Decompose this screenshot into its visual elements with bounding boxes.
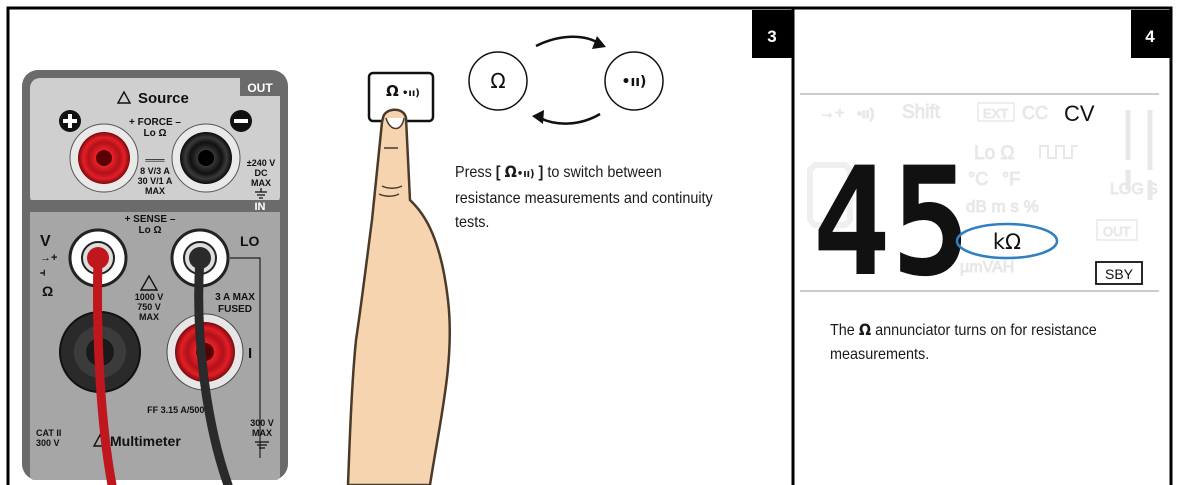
warning-icon [116,90,132,104]
lcd-shift-ghost: Shift [902,102,941,123]
mode-cycle-diagram: Ω •ıı) [468,35,664,125]
annunciator-highlight-ring [955,222,1059,260]
force-rating-2: 30 V/1 A [138,176,173,186]
panel-frames: 3 4 [6,6,1173,485]
amp-rating-1: 3 A MAX [215,292,255,303]
v-label: V [40,233,51,250]
lcd-out-ghost: OUT [1103,224,1131,239]
amp-rating-2: FUSED [218,304,252,315]
lcd-reading: 45 [812,136,970,310]
force-label: + FORCE – [129,117,181,128]
ground-icon [255,188,267,199]
lcd-units-ghost: µmVAH [960,259,1014,276]
step-number-3: 3 [767,27,776,46]
lcd-cc-ghost: CC [1022,103,1048,123]
ohm-mode-circle [468,51,528,111]
arrow-to-continuity [535,35,601,48]
lcd-sby-box [1095,261,1143,285]
dc-rating-1: ±240 V [247,158,275,168]
current-label: I [248,345,252,362]
lcd-degc-ghost: °C [968,169,988,189]
sense-lo-label: Lo Ω [138,225,161,236]
pointing-finger [346,108,451,485]
caution-icon [139,274,159,291]
instruction-continuity-symbol: •ıı) [516,167,535,180]
ohm-key-press: Ω •ıı) [346,71,451,485]
caption-post: annunciator turns on for resistance meas… [830,322,1097,363]
lcd-sby-indicator: SBY [1105,266,1134,282]
input-rating-3: MAX [139,312,159,322]
continuity-mode-symbol: •ıı) [622,74,647,90]
ohm-jack-label: Ω [42,283,53,299]
instruction-bracket-open: [ [495,164,505,181]
fuse-label: FF 3.15 A/500 V [147,405,213,415]
instruction-text: Press [ Ω•ıı) ] to switch between resist… [455,160,725,236]
step-number-4: 4 [1145,27,1155,46]
lcd-lo-ohm-ghost: Lo Ω [974,143,1015,164]
dc-rating-2: DC [255,168,268,178]
lcd-continuity-ghost: •ıı) [857,105,874,121]
step-badge-4 [1131,10,1170,58]
lcd-caption: The Ω annunciator turns on for resistanc… [830,318,1118,367]
lcd-kohm-annunciator: kΩ [993,230,1021,254]
multimeter-jack-panel: OUT IN Source + FORCE – Lo Ω ═══ 8 V/3 A… [22,70,288,485]
lcd-degf-ghost: °F [1002,169,1020,189]
sense-label: + SENSE – [125,214,176,225]
input-rating-1: 1000 V [135,292,164,302]
cat-rating-1: CAT II [36,428,61,438]
input-rating-2: 750 V [137,302,161,312]
svg-text:═══: ═══ [144,155,165,165]
in-label: IN [255,201,266,213]
force-lo-label: Lo Ω [143,128,166,139]
force-rating-1: 8 V/3 A [140,166,170,176]
caption-ohm-symbol: Ω [858,320,872,339]
diode-icon: →+ [40,252,57,264]
force-rating-3: MAX [145,186,165,196]
lcd-dbm-ghost: dB m s % [966,197,1039,216]
arrow-to-ohm [539,112,601,125]
ohm-mode-symbol: Ω [490,69,505,93]
step-badge-3 [752,10,792,58]
black-test-lead [194,253,233,485]
lcd-cv-indicator: CV [1064,101,1095,126]
continuity-mode-circle [604,51,664,111]
caption-pre: The [830,322,859,339]
capacitor-icon: ⫞ [40,267,46,279]
lcd-diode-ghost: →+ [819,105,844,122]
out-label: OUT [247,81,273,95]
lcd-display: →+ •ıı) Shift EXT CC Lo Ω °C °F dB m s %… [800,93,1159,310]
instruction-ohm-symbol: Ω [504,162,517,181]
lo-label: LO [240,233,260,249]
red-test-lead [93,253,117,485]
fingernail [385,117,405,130]
lcd-ext-ghost: EXT [983,106,1008,121]
multimeter-label: Multimeter [110,433,181,449]
cat-rating-2: 300 V [36,438,60,448]
instruction-bracket-close: ] [534,164,544,181]
source-label: Source [138,90,189,107]
cat-max-2: MAX [252,428,272,438]
cat-max-1: 300 V [250,418,274,428]
lcd-main-digits: 45 [812,136,970,310]
key-ohm-symbol: Ω [386,82,399,100]
key-continuity-symbol: •ıı) [402,88,420,99]
dc-rating-3: MAX [251,178,271,188]
instruction-post: to switch between resistance measurement… [455,164,713,231]
instruction-pre: Press [455,164,496,181]
